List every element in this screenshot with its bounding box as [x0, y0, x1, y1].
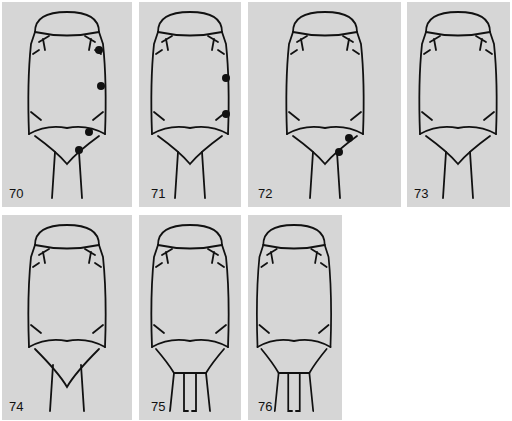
figure-number: 73 [414, 187, 428, 200]
figure-number: 72 [258, 187, 272, 200]
figure-number: 70 [9, 187, 23, 200]
figure-number: 74 [9, 400, 23, 413]
figure-number: 71 [151, 187, 165, 200]
figure-number: 75 [151, 400, 165, 413]
figure-number: 76 [258, 400, 272, 413]
